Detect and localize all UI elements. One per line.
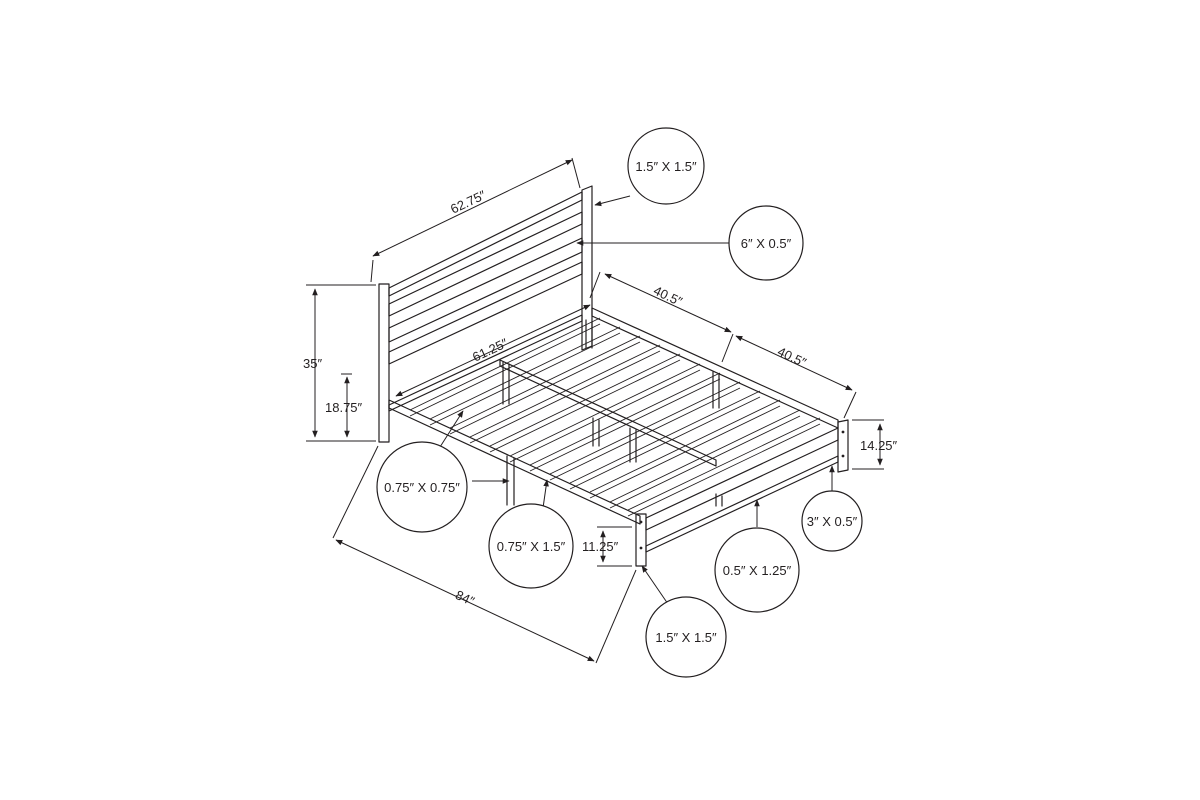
dimension-lines <box>306 157 884 664</box>
callout-footboard-panel-label: 3″ X 0.5″ <box>807 514 858 529</box>
footboard-left-post <box>635 513 647 567</box>
headboard <box>378 185 593 443</box>
slats <box>409 317 821 517</box>
headboard-top-rail <box>388 191 583 297</box>
callout-footboard-post: 1.5″ X 1.5″ <box>645 596 727 678</box>
dim-footboard-height: 14.25″ <box>860 438 898 453</box>
callout-side-rail-label: 0.75″ X 1.5″ <box>497 539 566 554</box>
footboard-top-board <box>645 427 839 531</box>
callout-headboard-panel: 6″ X 0.5″ <box>728 205 804 281</box>
dim-overall-length: 84″ <box>453 587 477 609</box>
dim-overall-height: 35″ <box>303 356 322 371</box>
headboard-panel-lower <box>388 261 583 365</box>
dim-inner-width: 61.25″ <box>470 335 510 364</box>
dim-half-length-1: 40.5″ <box>651 283 685 309</box>
headboard-panel-middle <box>388 237 583 343</box>
callout-footboard-post-label: 1.5″ X 1.5″ <box>655 630 717 645</box>
dim-clearance-height: 11.25″ <box>582 539 619 554</box>
callout-leaders <box>439 195 835 605</box>
footboard-lower-rail <box>645 455 839 553</box>
callout-slat-label: 0.75″ X 0.75″ <box>384 480 460 495</box>
callout-side-rail: 0.75″ X 1.5″ <box>488 503 574 589</box>
dim-half-length-2: 40.5″ <box>775 344 809 370</box>
callout-foot-rail: 0.5″ X 1.25″ <box>714 527 800 613</box>
callout-headboard-panel-label: 6″ X 0.5″ <box>741 236 792 251</box>
callout-headboard-post-label: 1.5″ X 1.5″ <box>635 159 697 174</box>
callout-slat: 0.75″ X 0.75″ <box>376 441 468 533</box>
headboard-panel-upper <box>388 211 583 317</box>
dim-headboard-width: 62.75″ <box>448 187 488 216</box>
footboard <box>635 419 849 567</box>
callout-headboard-post: 1.5″ X 1.5″ <box>627 127 705 205</box>
headboard-left-post <box>378 283 390 443</box>
dimension-labels: 62.75″ 35″ 18.75″ 61.25″ 40.5″ 40.5″ 84″… <box>303 187 898 609</box>
callout-footboard-panel: 3″ X 0.5″ <box>801 490 863 552</box>
footboard-right-post <box>837 419 849 473</box>
dim-rail-height: 18.75″ <box>325 400 363 415</box>
callout-foot-rail-label: 0.5″ X 1.25″ <box>723 563 792 578</box>
headboard-right-post <box>581 185 593 351</box>
